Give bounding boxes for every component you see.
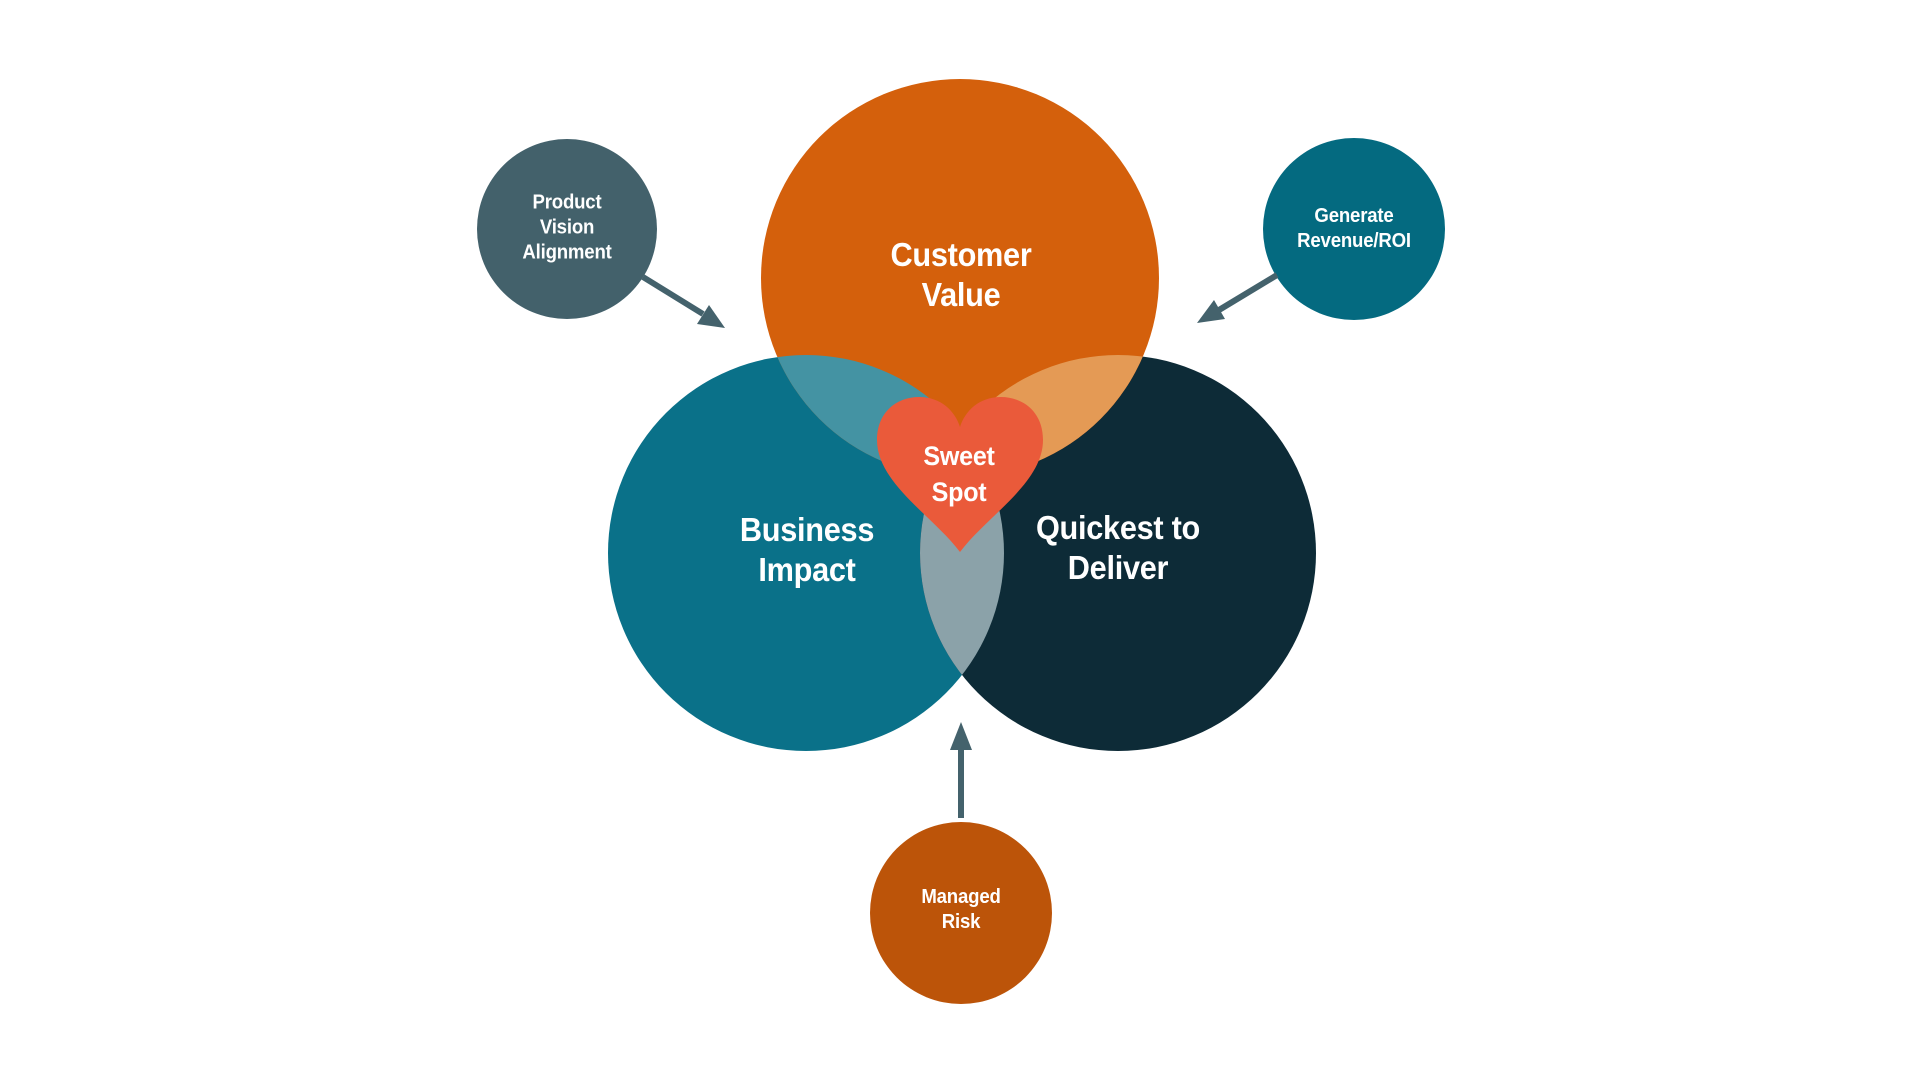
business-impact-label-line1: Business	[739, 511, 875, 548]
product-vision-arrow-line	[641, 274, 705, 317]
product-vision-label-line3: Alignment	[522, 241, 612, 264]
product-vision-label: Product Vision Alignment	[519, 191, 615, 266]
sweet-spot-heart-icon	[877, 397, 1043, 552]
generate-roi-label-line2: Revenue/ROI	[1297, 230, 1411, 252]
generate-roi-label: Generate Revenue/ROI	[1293, 204, 1415, 254]
quickest-to-deliver-label-line1: Quickest to	[1035, 509, 1201, 546]
generate-roi-label-line1: Generate	[1314, 205, 1394, 227]
business-impact-label: Business Impact	[735, 510, 879, 590]
product-vision-circle	[477, 139, 657, 319]
customer-value-label-line1: Customer	[890, 236, 1032, 273]
sweet-spot-label-line2: Spot	[931, 477, 987, 507]
managed-risk-label: Managed Risk	[918, 885, 1003, 935]
managed-risk-label-line1: Managed	[921, 886, 1001, 908]
managed-risk-label-line2: Risk	[941, 911, 981, 933]
product-vision-arrowhead-icon	[697, 305, 725, 328]
generate-roi-arrow-line	[1217, 272, 1279, 313]
customer-value-label-line2: Value	[921, 276, 1001, 313]
quickest-to-deliver-label: Quickest to Deliver	[1030, 508, 1206, 588]
generate-roi-circle	[1263, 138, 1445, 320]
quickest-to-deliver-label-line2: Deliver	[1067, 549, 1169, 586]
product-vision-label-line2: Vision	[539, 216, 595, 239]
managed-risk-circle	[870, 822, 1052, 1004]
product-vision-label-line1: Product	[532, 191, 602, 214]
generate-roi-arrowhead-icon	[1197, 300, 1225, 323]
sweet-spot-label-line1: Sweet	[923, 441, 995, 471]
managed-risk-arrowhead-icon	[950, 722, 972, 750]
business-impact-label-line2: Impact	[758, 551, 856, 588]
customer-value-label: Customer Value	[885, 235, 1037, 315]
sweet-spot-label: Sweet Spot	[921, 438, 998, 510]
